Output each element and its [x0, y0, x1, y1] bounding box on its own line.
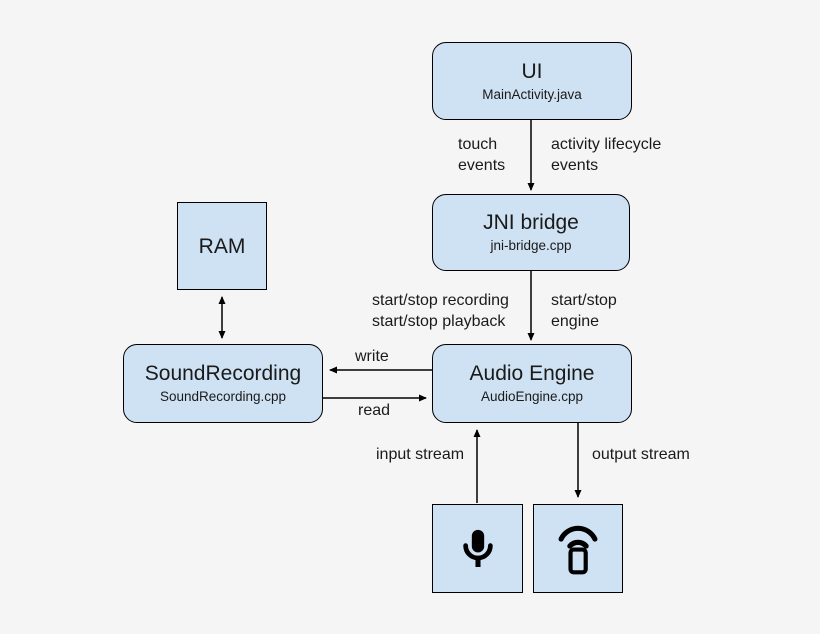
- node-jni-bridge-title: JNI bridge: [483, 211, 579, 234]
- label-write: write: [355, 348, 389, 365]
- node-ui: UI MainActivity.java: [432, 42, 632, 120]
- node-audio-engine-title: Audio Engine: [469, 362, 595, 385]
- node-sound-recording: SoundRecording SoundRecording.cpp: [123, 344, 323, 423]
- node-audio-engine-subtitle: AudioEngine.cpp: [480, 389, 584, 404]
- node-microphone: [432, 504, 523, 593]
- node-speaker: [533, 504, 623, 593]
- microphone-icon: [462, 529, 493, 567]
- label-read: read: [358, 402, 391, 419]
- label-start-stop-recording-playback: start/stop recording start/stop playback: [372, 292, 509, 330]
- label-start-stop-engine: start/stop engine: [551, 292, 617, 330]
- node-audio-engine: Audio Engine AudioEngine.cpp: [432, 344, 632, 423]
- label-input-stream: input stream: [376, 446, 465, 463]
- node-jni-bridge-subtitle: jni-bridge.cpp: [490, 238, 572, 253]
- node-jni-bridge: JNI bridge jni-bridge.cpp: [432, 194, 630, 271]
- speaker-phone-icon: [558, 525, 598, 574]
- label-touch-events: touch events: [458, 136, 506, 174]
- node-ui-title: UI: [521, 59, 543, 83]
- node-sound-recording-subtitle: SoundRecording.cpp: [159, 389, 287, 404]
- label-output-stream: output stream: [592, 446, 690, 463]
- node-ram-title: RAM: [198, 234, 246, 258]
- node-sound-recording-title: SoundRecording: [144, 362, 302, 385]
- node-ui-subtitle: MainActivity.java: [482, 86, 582, 102]
- node-ram: RAM: [177, 202, 267, 290]
- label-activity-lifecycle-events: activity lifecycle events: [551, 136, 662, 174]
